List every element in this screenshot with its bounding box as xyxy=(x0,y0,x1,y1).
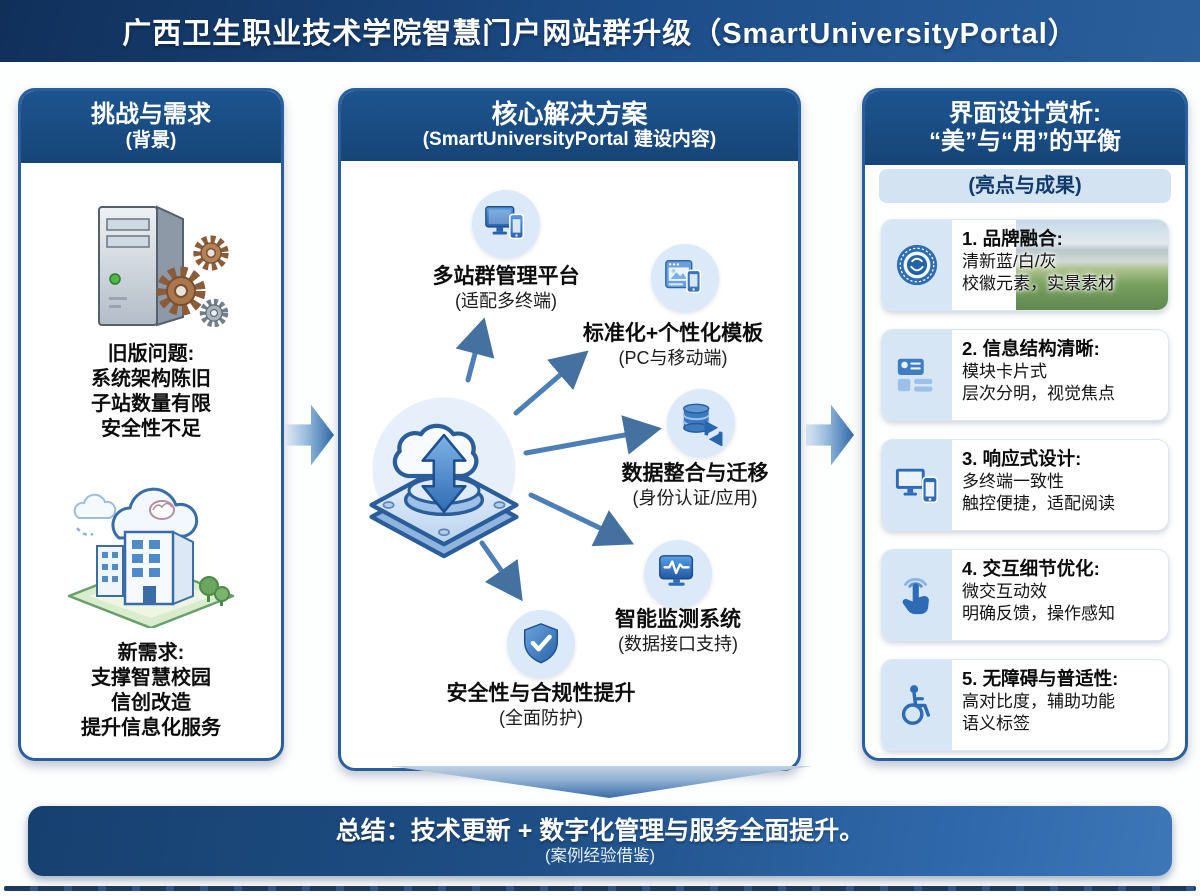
left-sec1-line: 安全性不足 xyxy=(101,418,201,440)
highlights-band: (亮点与成果) xyxy=(879,169,1171,203)
card-layout-icon xyxy=(882,330,952,420)
server-gears-icon xyxy=(65,201,237,332)
card-responsive: 3. 响应式设计: 多终端一致性 触控便捷，适配阅读 xyxy=(881,439,1169,531)
touch-tap-icon xyxy=(882,550,952,640)
old-version-problems: 旧版问题: 系统架构陈旧 子站数量有限 安全性不足 xyxy=(91,342,211,442)
card-accessibility-text: 5. 无障碍与普适性: 高对比度，辅助功能 语义标签 xyxy=(962,668,1119,733)
panel-challenges: 挑战与需求 (背景) xyxy=(18,88,284,761)
left-sec2-line: 提升信息化服务 xyxy=(81,717,221,739)
flow-arrow-left-to-center xyxy=(286,404,334,466)
smart-campus-cloud-icon xyxy=(61,486,241,633)
design-cards: 1. 品牌融合: 清新蓝/白/灰 校徽元素，实景素材 xyxy=(865,219,1185,751)
node-label-security: 安全性与合规性提升 (全面防护) xyxy=(446,682,636,728)
campus-photo xyxy=(1016,220,1168,310)
monitor-pulse-icon xyxy=(644,540,712,608)
responsive-devices-icon xyxy=(882,440,952,530)
node-label-multisite: 多站群管理平台 (适配多终端) xyxy=(432,265,580,311)
accessibility-icon xyxy=(882,660,952,750)
summary-text: 总结：技术更新 + 数字化管理与服务全面提升。 xyxy=(335,816,865,845)
flow-arrow-center-to-right xyxy=(806,404,854,466)
left-sec2-line: 信创改造 xyxy=(111,692,191,714)
panel-ui-design-header: 界面设计赏析: “美”与“用”的平衡 xyxy=(865,91,1185,165)
left-sec1-line: 旧版问题: xyxy=(107,343,195,365)
panel-ui-design: 界面设计赏析: “美”与“用”的平衡 (亮点与成果) 1. 品牌融合: 清新 xyxy=(862,88,1188,761)
node-label-monitoring: 智能监测系统 (数据接口支持) xyxy=(615,608,741,654)
node-label-template: 标准化+个性化模板 (PC与移动端) xyxy=(582,322,764,368)
card-responsive-text: 3. 响应式设计: 多终端一致性 触控便捷，适配阅读 xyxy=(962,448,1115,513)
title-bar: 广西卫生职业技术学院智慧门户网站群升级（SmartUniversityPorta… xyxy=(0,0,1200,62)
card-info-structure-text: 2. 信息结构清晰: 模块卡片式 层次分明，视觉焦点 xyxy=(962,338,1115,403)
multi-device-icon xyxy=(472,190,540,258)
database-sync-icon xyxy=(667,389,735,457)
template-devices-icon xyxy=(651,244,719,312)
panel-solution-title: 核心解决方案 xyxy=(491,99,648,129)
left-sec1-line: 系统架构陈旧 xyxy=(91,368,211,390)
node-label-data-migration: 数据整合与迁移 (身份认证/应用) xyxy=(621,462,769,508)
bottom-divider xyxy=(4,886,1196,891)
card-brand-fusion-text: 1. 品牌融合: 清新蓝/白/灰 校徽元素，实景素材 xyxy=(962,228,1115,293)
left-sec2-line: 支撑智慧校园 xyxy=(91,667,211,689)
card-accessibility: 5. 无障碍与普适性: 高对比度，辅助功能 语义标签 xyxy=(881,659,1169,751)
summary-subtext: (案例经验借鉴) xyxy=(545,846,655,865)
left-sec2-line: 新需求: xyxy=(117,642,185,664)
panel-challenges-body: 旧版问题: 系统架构陈旧 子站数量有限 安全性不足 xyxy=(21,163,281,741)
panel-solution-subtitle: (SmartUniversityPortal 建设内容) xyxy=(422,129,717,150)
card-interaction: 4. 交互细节优化: 微交互动效 明确反馈，操作感知 xyxy=(881,549,1169,641)
panel-ui-design-title: 界面设计赏析: xyxy=(949,100,1101,127)
solution-diagram: 多站群管理平台 (适配多终端) 标准化+个性化模板 (PC与 xyxy=(341,91,798,768)
panel-challenges-subtitle: (背景) xyxy=(125,130,177,151)
panel-solution: 核心解决方案 (SmartUniversityPortal 建设内容) xyxy=(338,88,801,771)
new-requirements: 新需求: 支撑智慧校园 信创改造 提升信息化服务 xyxy=(81,641,221,741)
panel-challenges-header: 挑战与需求 (背景) xyxy=(21,91,281,163)
cloud-sync-platform-icon xyxy=(363,387,525,565)
page-title: 广西卫生职业技术学院智慧门户网站群升级（SmartUniversityPorta… xyxy=(122,18,1078,50)
card-info-structure: 2. 信息结构清晰: 模块卡片式 层次分明，视觉焦点 xyxy=(881,329,1169,421)
summary-bar: 总结：技术更新 + 数字化管理与服务全面提升。 (案例经验借鉴) xyxy=(28,806,1172,876)
shield-check-icon xyxy=(507,610,575,678)
card-brand-fusion: 1. 品牌融合: 清新蓝/白/灰 校徽元素，实景素材 xyxy=(881,219,1169,311)
left-sec1-line: 子站数量有限 xyxy=(91,393,211,415)
card-interaction-text: 4. 交互细节优化: 微交互动效 明确反馈，操作感知 xyxy=(962,558,1115,623)
panel-solution-header: 核心解决方案 (SmartUniversityPortal 建设内容) xyxy=(341,91,798,161)
panel-challenges-title: 挑战与需求 xyxy=(91,101,211,128)
school-badge-icon xyxy=(882,220,952,310)
panel-ui-design-title2: “美”与“用”的平衡 xyxy=(929,128,1121,155)
down-chevron xyxy=(390,766,812,798)
